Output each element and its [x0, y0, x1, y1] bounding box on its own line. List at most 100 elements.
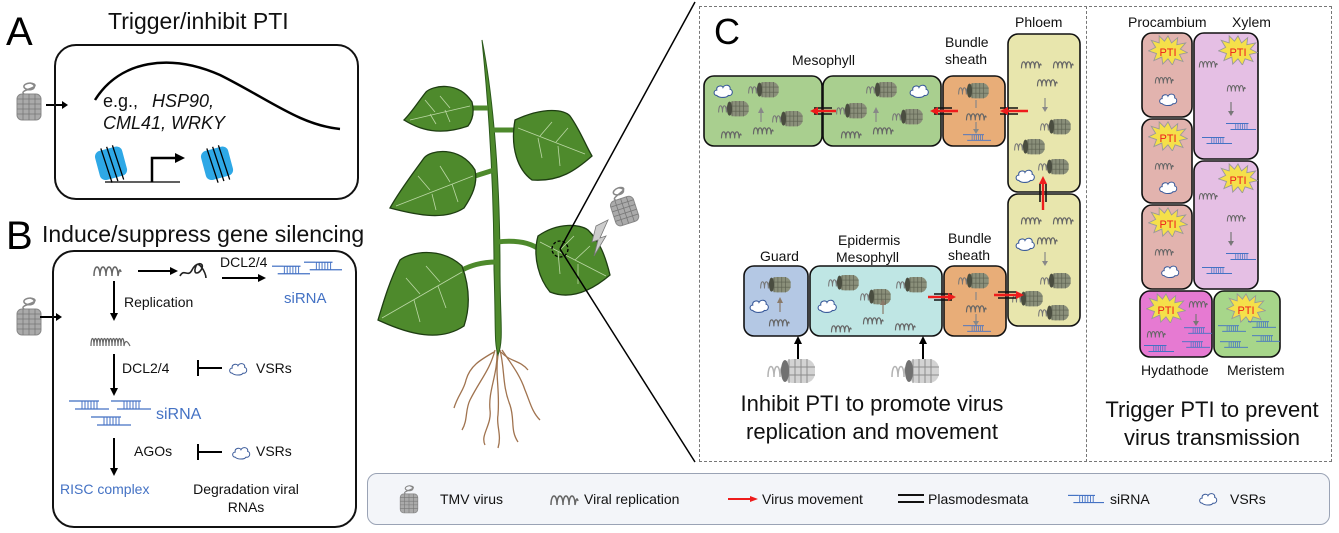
tmv-virus-icon: [891, 358, 940, 384]
replicated-rna-icon: [90, 337, 131, 347]
legend-label: siRNA: [1110, 491, 1150, 507]
plasmodesmata-icon: [1000, 107, 1018, 115]
inhibition-icon: [197, 360, 222, 376]
arrow-down-icon: [110, 438, 118, 476]
vsrs-icon: [228, 361, 248, 377]
arrow-down-icon: [110, 281, 118, 321]
procambium-label: Procambium: [1128, 14, 1207, 30]
tmv-virus-icon: [767, 358, 816, 384]
phloem-label: Phloem: [1015, 14, 1063, 30]
vascular-tissue-diagram: PTI PTI PTI PTI PTI PTI PTI: [1139, 32, 1281, 358]
leaf-tissue-diagram: [703, 33, 1081, 384]
inhibition-icon: [197, 444, 222, 460]
legend-label: TMV virus: [440, 491, 503, 507]
bundle-sheath-label-top-1: Bundle: [945, 34, 989, 50]
legend-item-tmv: TMV virus: [398, 482, 548, 516]
arrow-right-icon: [138, 267, 178, 275]
panel-b-letter: B: [6, 214, 33, 258]
svg-text:PTI: PTI: [1159, 219, 1176, 231]
pti-burst-icon: PTI: [1226, 293, 1266, 323]
panel-b-title: Induce/suppress gene silencing: [42, 221, 365, 247]
guard-label: Guard: [760, 248, 799, 264]
virus-movement-arrow-icon: [810, 107, 836, 115]
vsrs-icon: [1161, 265, 1180, 279]
tmv-virus-icon: [399, 485, 419, 514]
risc-complex-label: RISC complex: [60, 481, 150, 497]
virus-movement-arrow-icon: [994, 291, 1024, 299]
legend-label: Virus movement: [762, 491, 863, 507]
replication-label: Replication: [124, 294, 194, 310]
vsrs-icon: [1159, 93, 1178, 107]
unfolded-rna-icon: [179, 262, 207, 279]
degradation-label-1: Degradation viral: [193, 481, 299, 497]
vsrs-label-2: VSRs: [256, 443, 292, 459]
arrow-right-icon: [222, 274, 266, 282]
genes-line-2: CML41, WRKY: [103, 113, 226, 133]
sirna-icon: [272, 261, 342, 275]
virus-movement-arrow-icon: [928, 293, 956, 301]
vsrs-icon: [1015, 169, 1035, 183]
legend-item-sirna: siRNA: [1068, 491, 1198, 507]
vsrs-icon: [1199, 493, 1218, 506]
vsrs-icon: [817, 299, 837, 313]
right-caption-1: Trigger PTI to prevent: [1105, 397, 1319, 422]
svg-text:PTI: PTI: [1229, 47, 1246, 59]
dcl-label-mid: DCL2/4: [122, 360, 170, 376]
svg-text:PTI: PTI: [1159, 133, 1176, 145]
arrow-down-icon: [110, 354, 118, 396]
plant-illustration: [377, 1, 696, 463]
sirna-icon: [1068, 494, 1104, 504]
right-caption-2: virus transmission: [1123, 425, 1301, 450]
left-caption-2: replication and movement: [746, 419, 998, 444]
stem: [481, 39, 502, 357]
pti-burst-icon: PTI: [1218, 163, 1258, 193]
xylem-cell: [1193, 160, 1259, 290]
genes-line-1: HSP90,: [152, 91, 215, 111]
svg-text:PTI: PTI: [1157, 305, 1174, 317]
guard-cell: [743, 265, 809, 337]
vsrs-icon: [231, 445, 251, 461]
svg-text:PTI: PTI: [1229, 175, 1246, 187]
sirna-label-top: siRNA: [284, 290, 327, 307]
legend-item-vsrs: VSRs: [1198, 491, 1298, 507]
virus-movement-arrow-icon: [728, 496, 758, 502]
vsrs-icon: [1015, 237, 1035, 251]
leaf: [512, 109, 593, 181]
pti-burst-icon: PTI: [1146, 293, 1186, 323]
panel-a-letter: A: [6, 10, 33, 54]
sirna-label-mid: siRNA: [156, 406, 202, 423]
legend-item-plasmodesmata: Plasmodesmata: [898, 491, 1068, 507]
plasmodesmata-icon: [898, 494, 924, 503]
panel-b-box: [52, 250, 357, 528]
epidermis-label-1: Epidermis: [838, 232, 901, 248]
legend-label: Viral replication: [584, 491, 680, 507]
leaf: [389, 150, 477, 217]
legend: TMV virus Viral replication Virus moveme…: [367, 473, 1330, 525]
legend-label: Plasmodesmata: [928, 491, 1029, 507]
meristem-label: Meristem: [1227, 362, 1285, 378]
viral-replication-icon: [550, 495, 579, 506]
bundle-sheath-label-bot-1: Bundle: [948, 230, 992, 246]
vsrs-icon: [909, 84, 929, 98]
phloem-cell: [1007, 33, 1081, 193]
bundle-sheath-cell: [943, 265, 1007, 337]
virus-movement-arrow-icon: [1000, 107, 1028, 115]
tmv-virus-icon: [14, 80, 44, 122]
sirna-icon: [68, 400, 152, 426]
agos-label: AGOs: [134, 443, 173, 459]
legend-label: VSRs: [1230, 491, 1266, 507]
dcl-label-top: DCL2/4: [220, 254, 268, 270]
panel-c-divider: [1086, 6, 1087, 462]
wound-icon: [591, 219, 609, 257]
vsrs-label-1: VSRs: [256, 360, 292, 376]
xylem-label: Xylem: [1232, 14, 1271, 30]
virus-movement-arrow-icon: [930, 107, 958, 115]
vsrs-icon: [713, 84, 733, 98]
vsrs-icon: [1159, 181, 1178, 195]
plasmodesmata-icon: [998, 291, 1016, 299]
expression-curve: [93, 61, 341, 131]
svg-text:PTI: PTI: [1237, 305, 1254, 317]
panel-a-box: [54, 44, 359, 200]
legend-item-movement: Virus movement: [728, 491, 898, 507]
pti-burst-icon: PTI: [1218, 35, 1258, 65]
